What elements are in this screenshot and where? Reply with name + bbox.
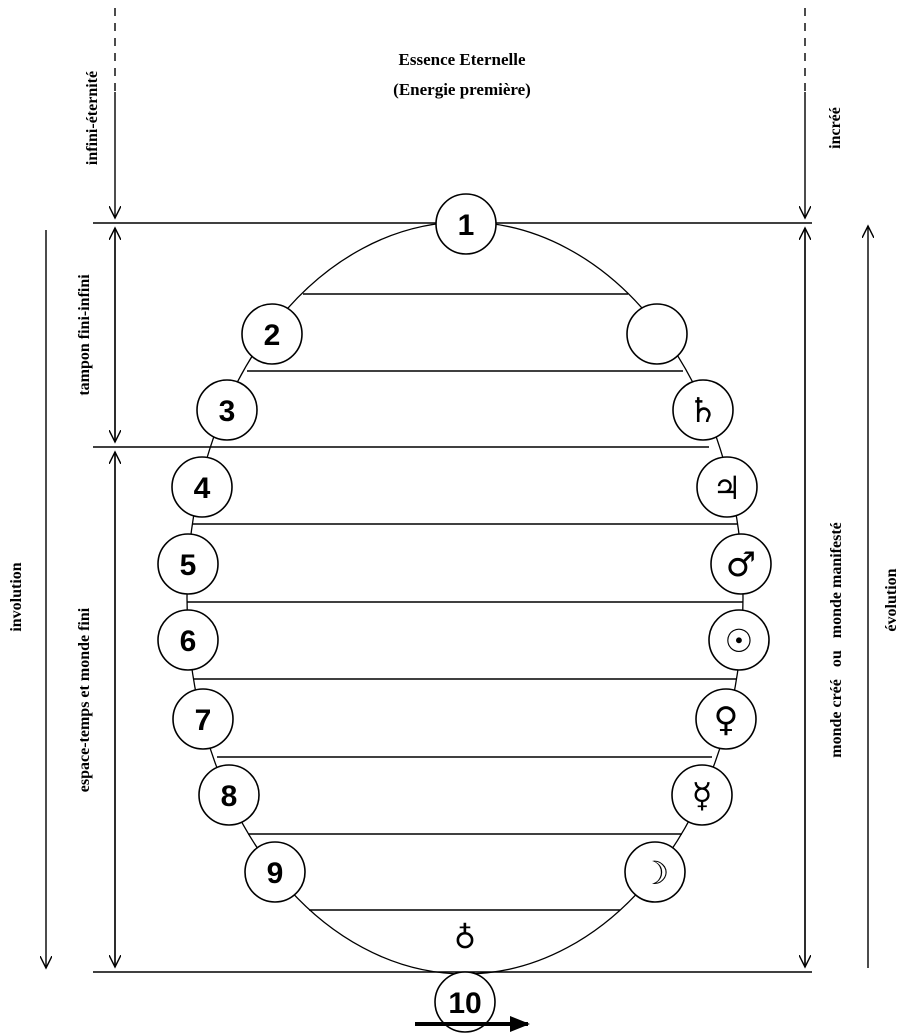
node-4: 4 bbox=[171, 456, 233, 518]
node-8: 8 bbox=[198, 764, 260, 826]
node-2: 2 bbox=[241, 303, 303, 365]
sun-node: ☉ bbox=[708, 609, 770, 671]
earth-icon: ♁ bbox=[454, 921, 476, 956]
title-line-1: Essence Eternelle bbox=[399, 50, 526, 69]
node-9: 9 bbox=[244, 841, 306, 903]
node-1: 1 bbox=[435, 193, 497, 255]
venus-node: ♀ bbox=[695, 688, 757, 750]
mars-icon: ♂ bbox=[726, 545, 756, 585]
node-6-label: 6 bbox=[180, 625, 197, 658]
saturn-node: ♄ bbox=[672, 379, 734, 441]
node-3: 3 bbox=[196, 379, 258, 441]
saturn-icon: ♄ bbox=[688, 391, 718, 431]
moon-node: ☽ bbox=[624, 841, 686, 903]
node-7-label: 7 bbox=[195, 704, 212, 737]
node-10-label: 10 bbox=[448, 987, 481, 1020]
label-infini-eternite: infini-éternité bbox=[84, 71, 101, 165]
label-incree: incréé bbox=[827, 107, 844, 149]
label-monde-cree: monde créé ou monde manifesté bbox=[828, 522, 845, 758]
empty-planet-circle bbox=[626, 303, 688, 365]
title-line-2: (Energie première) bbox=[393, 80, 531, 99]
node-8-label: 8 bbox=[221, 780, 238, 813]
moon-icon: ☽ bbox=[641, 854, 670, 892]
mars-node: ♂ bbox=[710, 533, 772, 595]
sun-icon: ☉ bbox=[725, 622, 754, 660]
node-5-label: 5 bbox=[180, 549, 197, 582]
node-10: 10 bbox=[434, 971, 496, 1033]
mercury-icon: ☿ bbox=[692, 776, 713, 816]
venus-icon: ♀ bbox=[714, 700, 739, 740]
node-5: 5 bbox=[157, 533, 219, 595]
mercury-node: ☿ bbox=[671, 764, 733, 826]
node-3-label: 3 bbox=[219, 395, 236, 428]
label-involution: involution bbox=[8, 562, 25, 631]
jupiter-icon: ♃ bbox=[713, 469, 742, 507]
label-espace-temps: espace-temps et monde fini bbox=[76, 607, 93, 792]
node-7: 7 bbox=[172, 688, 234, 750]
node-9-label: 9 bbox=[267, 857, 284, 890]
node-2-label: 2 bbox=[264, 319, 281, 352]
node-1-label: 1 bbox=[458, 209, 475, 242]
jupiter-node: ♃ bbox=[696, 456, 758, 518]
node-4-label: 4 bbox=[194, 472, 211, 505]
node-6: 6 bbox=[157, 609, 219, 671]
label-tampon: tampon fini-infini bbox=[76, 274, 93, 396]
label-evolution: évolution bbox=[883, 568, 900, 631]
ellipse-chords bbox=[187, 293, 743, 911]
